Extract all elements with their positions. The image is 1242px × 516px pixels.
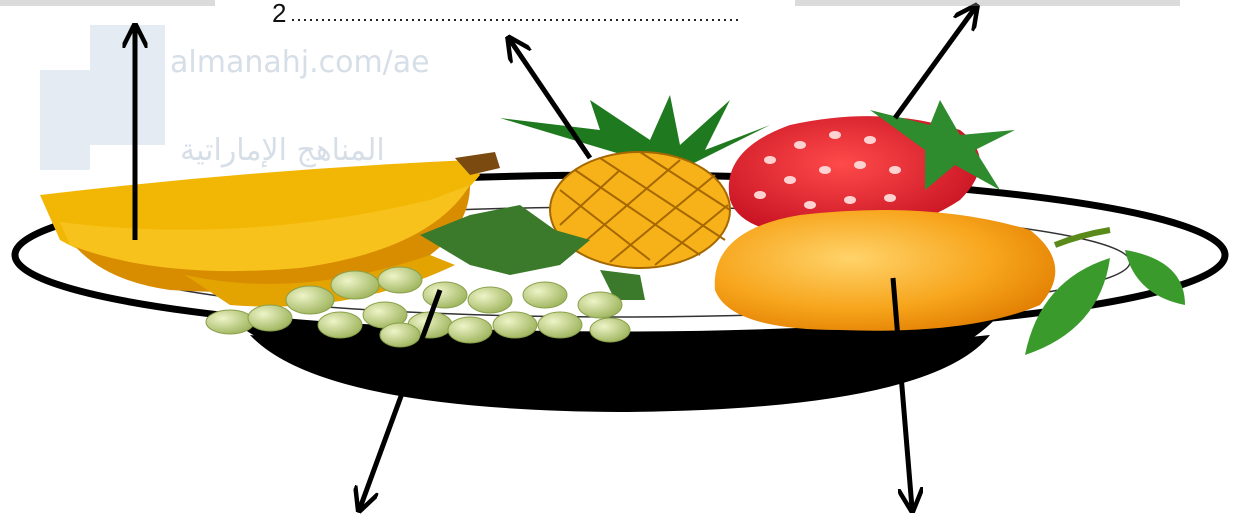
label-fragment-left <box>0 0 215 6</box>
watermark-logo-bar-2 <box>90 25 165 145</box>
label-fragment-right <box>795 0 1180 6</box>
mango-body <box>715 210 1056 331</box>
arrow-strawberry-up <box>895 8 975 118</box>
watermark-logo-bar-1 <box>40 70 90 170</box>
blank-label-2: 2 <box>272 0 740 28</box>
blank-number: 2 <box>272 0 286 28</box>
watermark-arabic: المناهج الإماراتية <box>180 133 385 168</box>
arrow-pineapple-up <box>510 40 590 158</box>
watermark: almanahj.com/ae المناهج الإماراتية <box>40 25 430 170</box>
watermark-url: almanahj.com/ae <box>170 45 430 80</box>
